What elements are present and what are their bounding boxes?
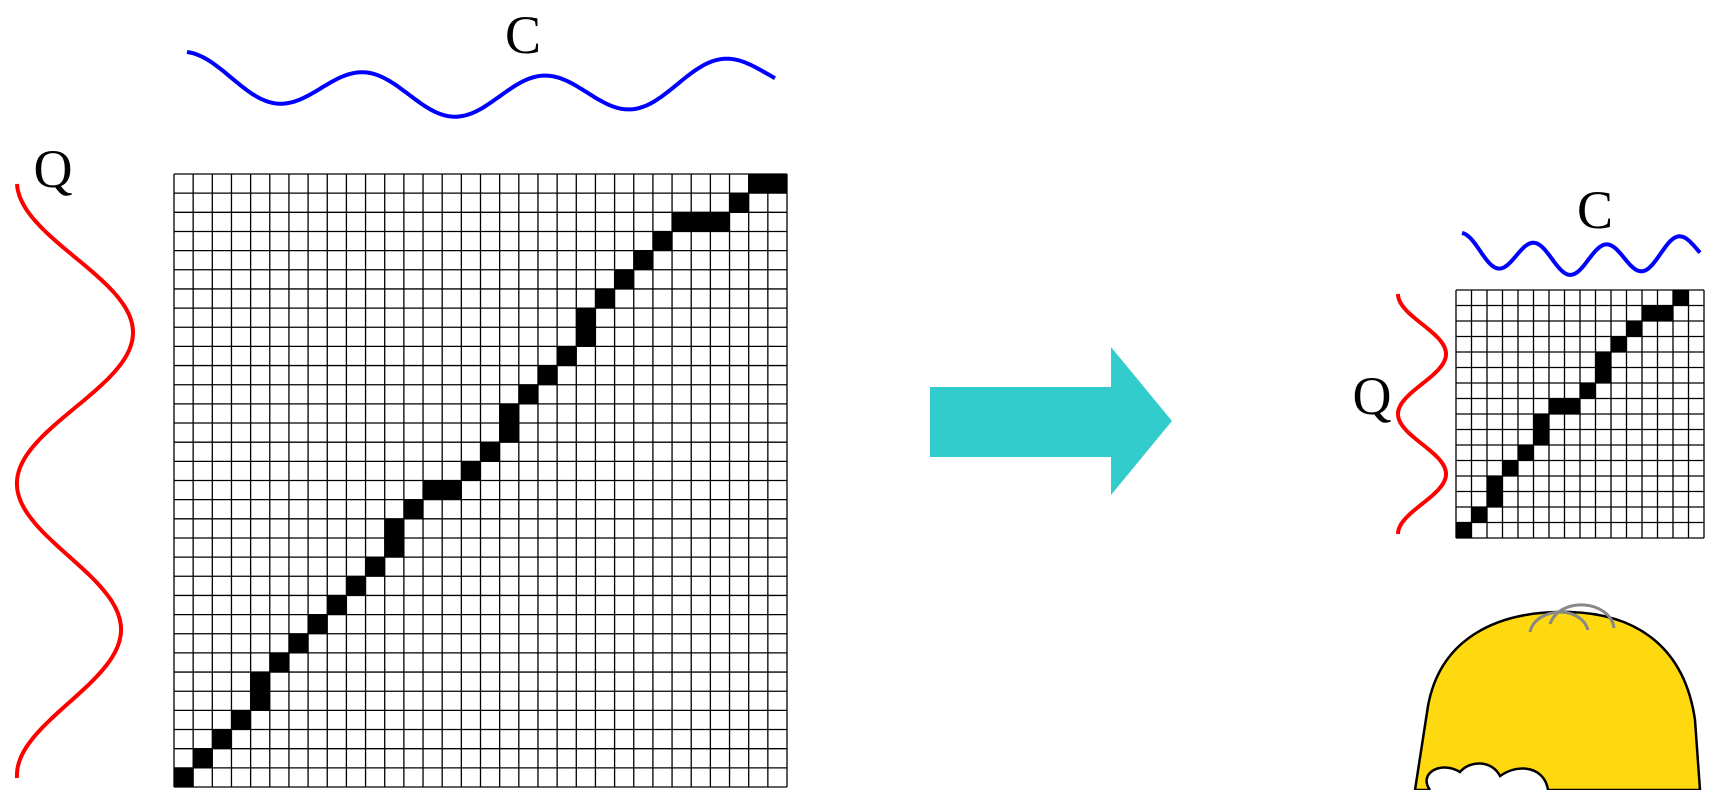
right-path-cell xyxy=(1596,368,1612,384)
right-path-cell xyxy=(1487,476,1503,492)
right-query-label: Q xyxy=(1353,366,1392,426)
left-path-cell xyxy=(710,212,729,231)
left-path-cell xyxy=(691,212,710,231)
left-path-cell xyxy=(174,768,193,787)
left-path-cell xyxy=(653,231,672,250)
right-path-cell xyxy=(1565,399,1581,415)
left-path-cell xyxy=(595,289,614,308)
right-path-cell xyxy=(1534,430,1550,446)
left-path-cell xyxy=(500,404,519,423)
left-path-cell xyxy=(327,595,346,614)
right-path-cell xyxy=(1611,337,1627,353)
left-path-cell xyxy=(270,653,289,672)
left-path-cell xyxy=(481,442,500,461)
left-path-cell xyxy=(251,672,270,691)
left-path-cell xyxy=(576,308,595,327)
left-path-cell xyxy=(634,251,653,270)
left-path-cell xyxy=(308,615,327,634)
right-arrow-icon xyxy=(930,347,1172,495)
right-path-cell xyxy=(1534,414,1550,430)
right-path-cell xyxy=(1580,383,1596,399)
right-path-cell xyxy=(1642,306,1658,322)
left-path-cell xyxy=(404,500,423,519)
left-path-cell xyxy=(576,327,595,346)
left-path-cell xyxy=(768,174,787,193)
left-path-cell xyxy=(231,710,250,729)
left-dtw-panel: C Q xyxy=(17,5,787,787)
right-path-cell xyxy=(1472,507,1488,523)
right-query-wave xyxy=(1398,294,1446,534)
left-path-cell xyxy=(461,461,480,480)
right-path-cell xyxy=(1596,352,1612,368)
left-path-cell xyxy=(730,193,749,212)
left-path-cell xyxy=(519,385,538,404)
left-path-cell xyxy=(672,212,691,231)
right-path-cell xyxy=(1658,306,1674,322)
right-candidate-label: C xyxy=(1577,180,1613,240)
left-path-cell xyxy=(749,174,768,193)
left-path-cell xyxy=(366,557,385,576)
left-query-wave xyxy=(17,184,133,778)
left-path-cell xyxy=(500,423,519,442)
homer-head-icon xyxy=(1415,605,1700,790)
right-dtw-panel: C Q xyxy=(1353,180,1705,538)
left-candidate-label: C xyxy=(505,5,541,65)
left-query-label: Q xyxy=(34,139,73,199)
right-path-cell xyxy=(1518,445,1534,461)
left-path-cell xyxy=(346,576,365,595)
left-path-cell xyxy=(538,366,557,385)
right-path-cell xyxy=(1627,321,1643,337)
right-path-cell xyxy=(1549,399,1565,415)
left-path-cell xyxy=(289,634,308,653)
left-path-cell xyxy=(385,519,404,538)
left-path-cell xyxy=(423,481,442,500)
right-path-cell xyxy=(1456,523,1472,539)
right-path-cell xyxy=(1487,492,1503,508)
right-path-cell xyxy=(1503,461,1519,477)
left-candidate-wave xyxy=(187,52,775,117)
left-path-cell xyxy=(251,691,270,710)
left-path-cell xyxy=(212,730,231,749)
left-path-cell xyxy=(442,481,461,500)
right-path-cell xyxy=(1673,290,1689,306)
left-path-cell xyxy=(615,270,634,289)
left-path-cell xyxy=(193,749,212,768)
left-path-cell xyxy=(385,538,404,557)
left-path-cell xyxy=(557,346,576,365)
